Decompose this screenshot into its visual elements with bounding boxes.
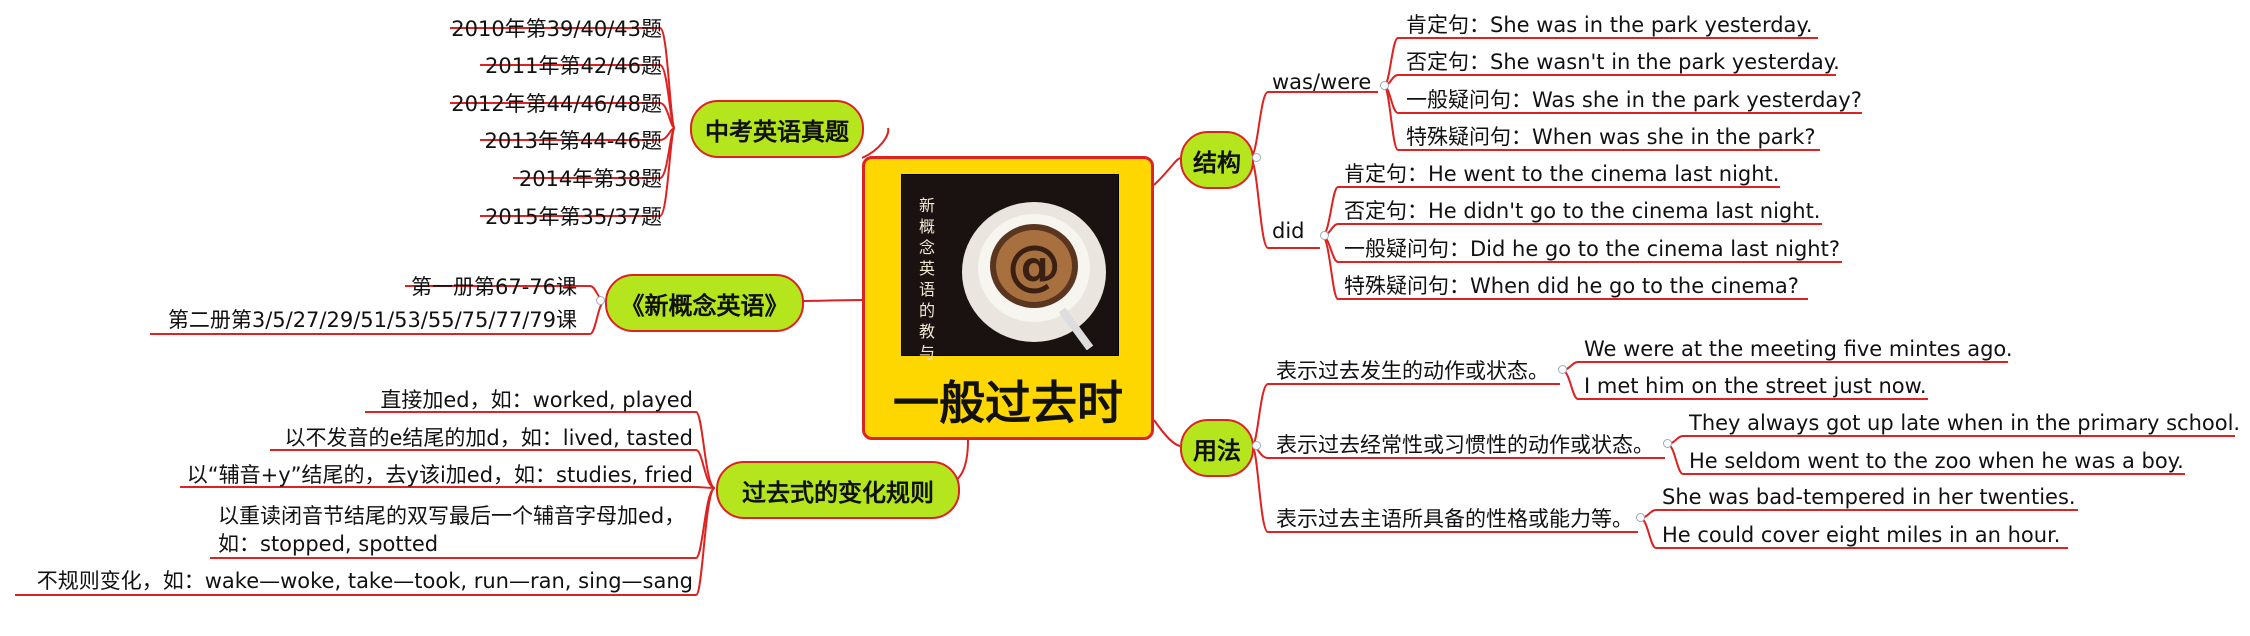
logo-caption: 新 概 念 英 语 的 教 与 — [916, 195, 938, 363]
collapse-icon[interactable] — [1252, 441, 1261, 450]
exam-item-2014: 2014年第38题 — [519, 165, 662, 193]
collapse-icon[interactable] — [1320, 231, 1329, 240]
usage-example-6: He could cover eight miles in an hour. — [1662, 521, 2060, 549]
usage-example-3: They always got up late when in the prim… — [1689, 409, 2240, 437]
usage-group-ability: 表示过去主语所具备的性格或能力等。 — [1276, 505, 1633, 533]
did-wh-question: 特殊疑问句：When did he go to the cinema? — [1344, 272, 1799, 300]
collapse-icon[interactable] — [1636, 513, 1645, 522]
collapse-icon[interactable] — [596, 296, 605, 305]
was-affirmative: 肯定句：She was in the park yesterday. — [1406, 11, 1813, 39]
exam-item-2015: 2015年第35/37题 — [485, 203, 662, 231]
branch-usage[interactable]: 用法 — [1180, 419, 1254, 477]
usage-example-2: I met him on the street just now. — [1584, 372, 1927, 400]
center-topic[interactable]: 新 概 念 英 语 的 教 与 @ 一般过去时 — [862, 156, 1154, 440]
branch-exam[interactable]: 中考英语真题 — [690, 100, 864, 158]
collapse-icon[interactable] — [1252, 153, 1261, 162]
nce-item-book2: 第二册第3/5/27/29/51/53/55/75/77/79课 — [168, 306, 577, 334]
exam-item-2011: 2011年第42/46题 — [485, 52, 662, 80]
usage-group-habit: 表示过去经常性或习惯性的动作或状态。 — [1276, 431, 1654, 459]
collapse-icon[interactable] — [1380, 81, 1389, 90]
usage-example-4: He seldom went to the zoo when he was a … — [1689, 447, 2184, 475]
exam-item-2010: 2010年第39/40/43题 — [451, 15, 662, 43]
rule-item-4: 以重读闭音节结尾的双写最后一个辅音字母加ed，如：stopped, spotte… — [218, 502, 696, 558]
svg-text:@: @ — [1007, 234, 1061, 297]
logo-image: 新 概 念 英 语 的 教 与 @ — [901, 174, 1119, 356]
rule-item-2: 以不发音的e结尾的加d，如：lived, tasted — [285, 424, 693, 452]
was-yes-no-question: 一般疑问句：Was she in the park yesterday? — [1406, 86, 1862, 114]
exam-item-2013: 2013年第44-46题 — [485, 127, 662, 155]
rule-item-5: 不规则变化，如：wake—woke, take—took, run—ran, s… — [37, 567, 693, 595]
did-yes-no-question: 一般疑问句：Did he go to the cinema last night… — [1344, 235, 1840, 263]
was-negative: 否定句：She wasn't in the park yesterday. — [1406, 48, 1840, 76]
did-affirmative: 肯定句：He went to the cinema last night. — [1344, 160, 1779, 188]
collapse-icon[interactable] — [1663, 439, 1672, 448]
did-negative: 否定句：He didn't go to the cinema last nigh… — [1344, 197, 1820, 225]
structure-group-did: did — [1272, 217, 1305, 245]
center-title: 一般过去时 — [865, 367, 1151, 433]
rule-item-1: 直接加ed，如：worked, played — [380, 386, 693, 414]
coffee-cup-at-icon: @ — [952, 180, 1112, 350]
usage-example-5: She was bad-tempered in her twenties. — [1662, 483, 2076, 511]
branch-structure[interactable]: 结构 — [1180, 131, 1254, 189]
was-wh-question: 特殊疑问句：When was she in the park? — [1406, 123, 1816, 151]
structure-group-was: was/were — [1272, 68, 1371, 96]
nce-item-book1: 第一册第67-76课 — [411, 273, 577, 301]
usage-group-past-action: 表示过去发生的动作或状态。 — [1276, 357, 1549, 385]
branch-nce[interactable]: 《新概念英语》 — [605, 274, 804, 332]
exam-item-2012: 2012年第44/46/48题 — [451, 90, 662, 118]
collapse-icon[interactable] — [1558, 365, 1567, 374]
branch-rules[interactable]: 过去式的变化规则 — [716, 461, 960, 519]
rule-item-3: 以“辅音+y”结尾的，去y该i加ed，如：studies, fried — [187, 461, 693, 489]
usage-example-1: We were at the meeting five mintes ago. — [1584, 335, 2013, 363]
